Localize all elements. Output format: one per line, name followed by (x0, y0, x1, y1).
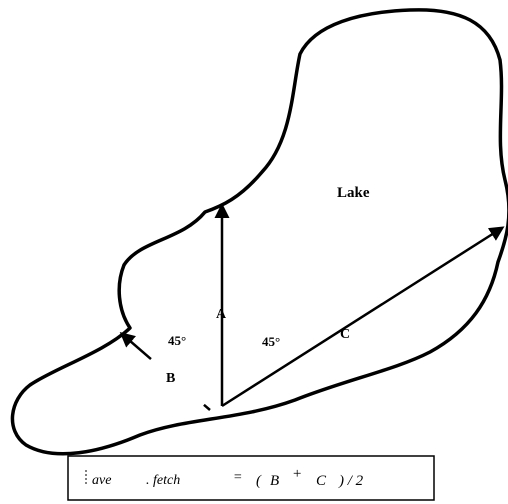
label-b: B (166, 371, 175, 386)
formula-close-div: ) / 2 (338, 473, 364, 489)
angle-left-label: 45° (168, 333, 186, 348)
formula-b: B (270, 473, 279, 489)
fetch-line-c (221, 226, 505, 408)
lake-outline (10, 8, 508, 456)
formula-open-paren: ( (256, 473, 262, 489)
formula-ave: ave (92, 473, 111, 488)
formula-equals: = (233, 470, 242, 485)
formula-box: ave . fetch = ( B + C ) / 2 (67, 455, 435, 501)
fetch-line-b (119, 332, 211, 411)
formula-c: C (316, 473, 327, 489)
label-a: A (216, 307, 227, 322)
formula-plus: + (292, 466, 302, 482)
formula-fetch: . fetch (146, 473, 180, 488)
angle-right-label: 45° (262, 334, 280, 349)
lake-label: Lake (337, 185, 370, 201)
label-c: C (340, 327, 350, 342)
